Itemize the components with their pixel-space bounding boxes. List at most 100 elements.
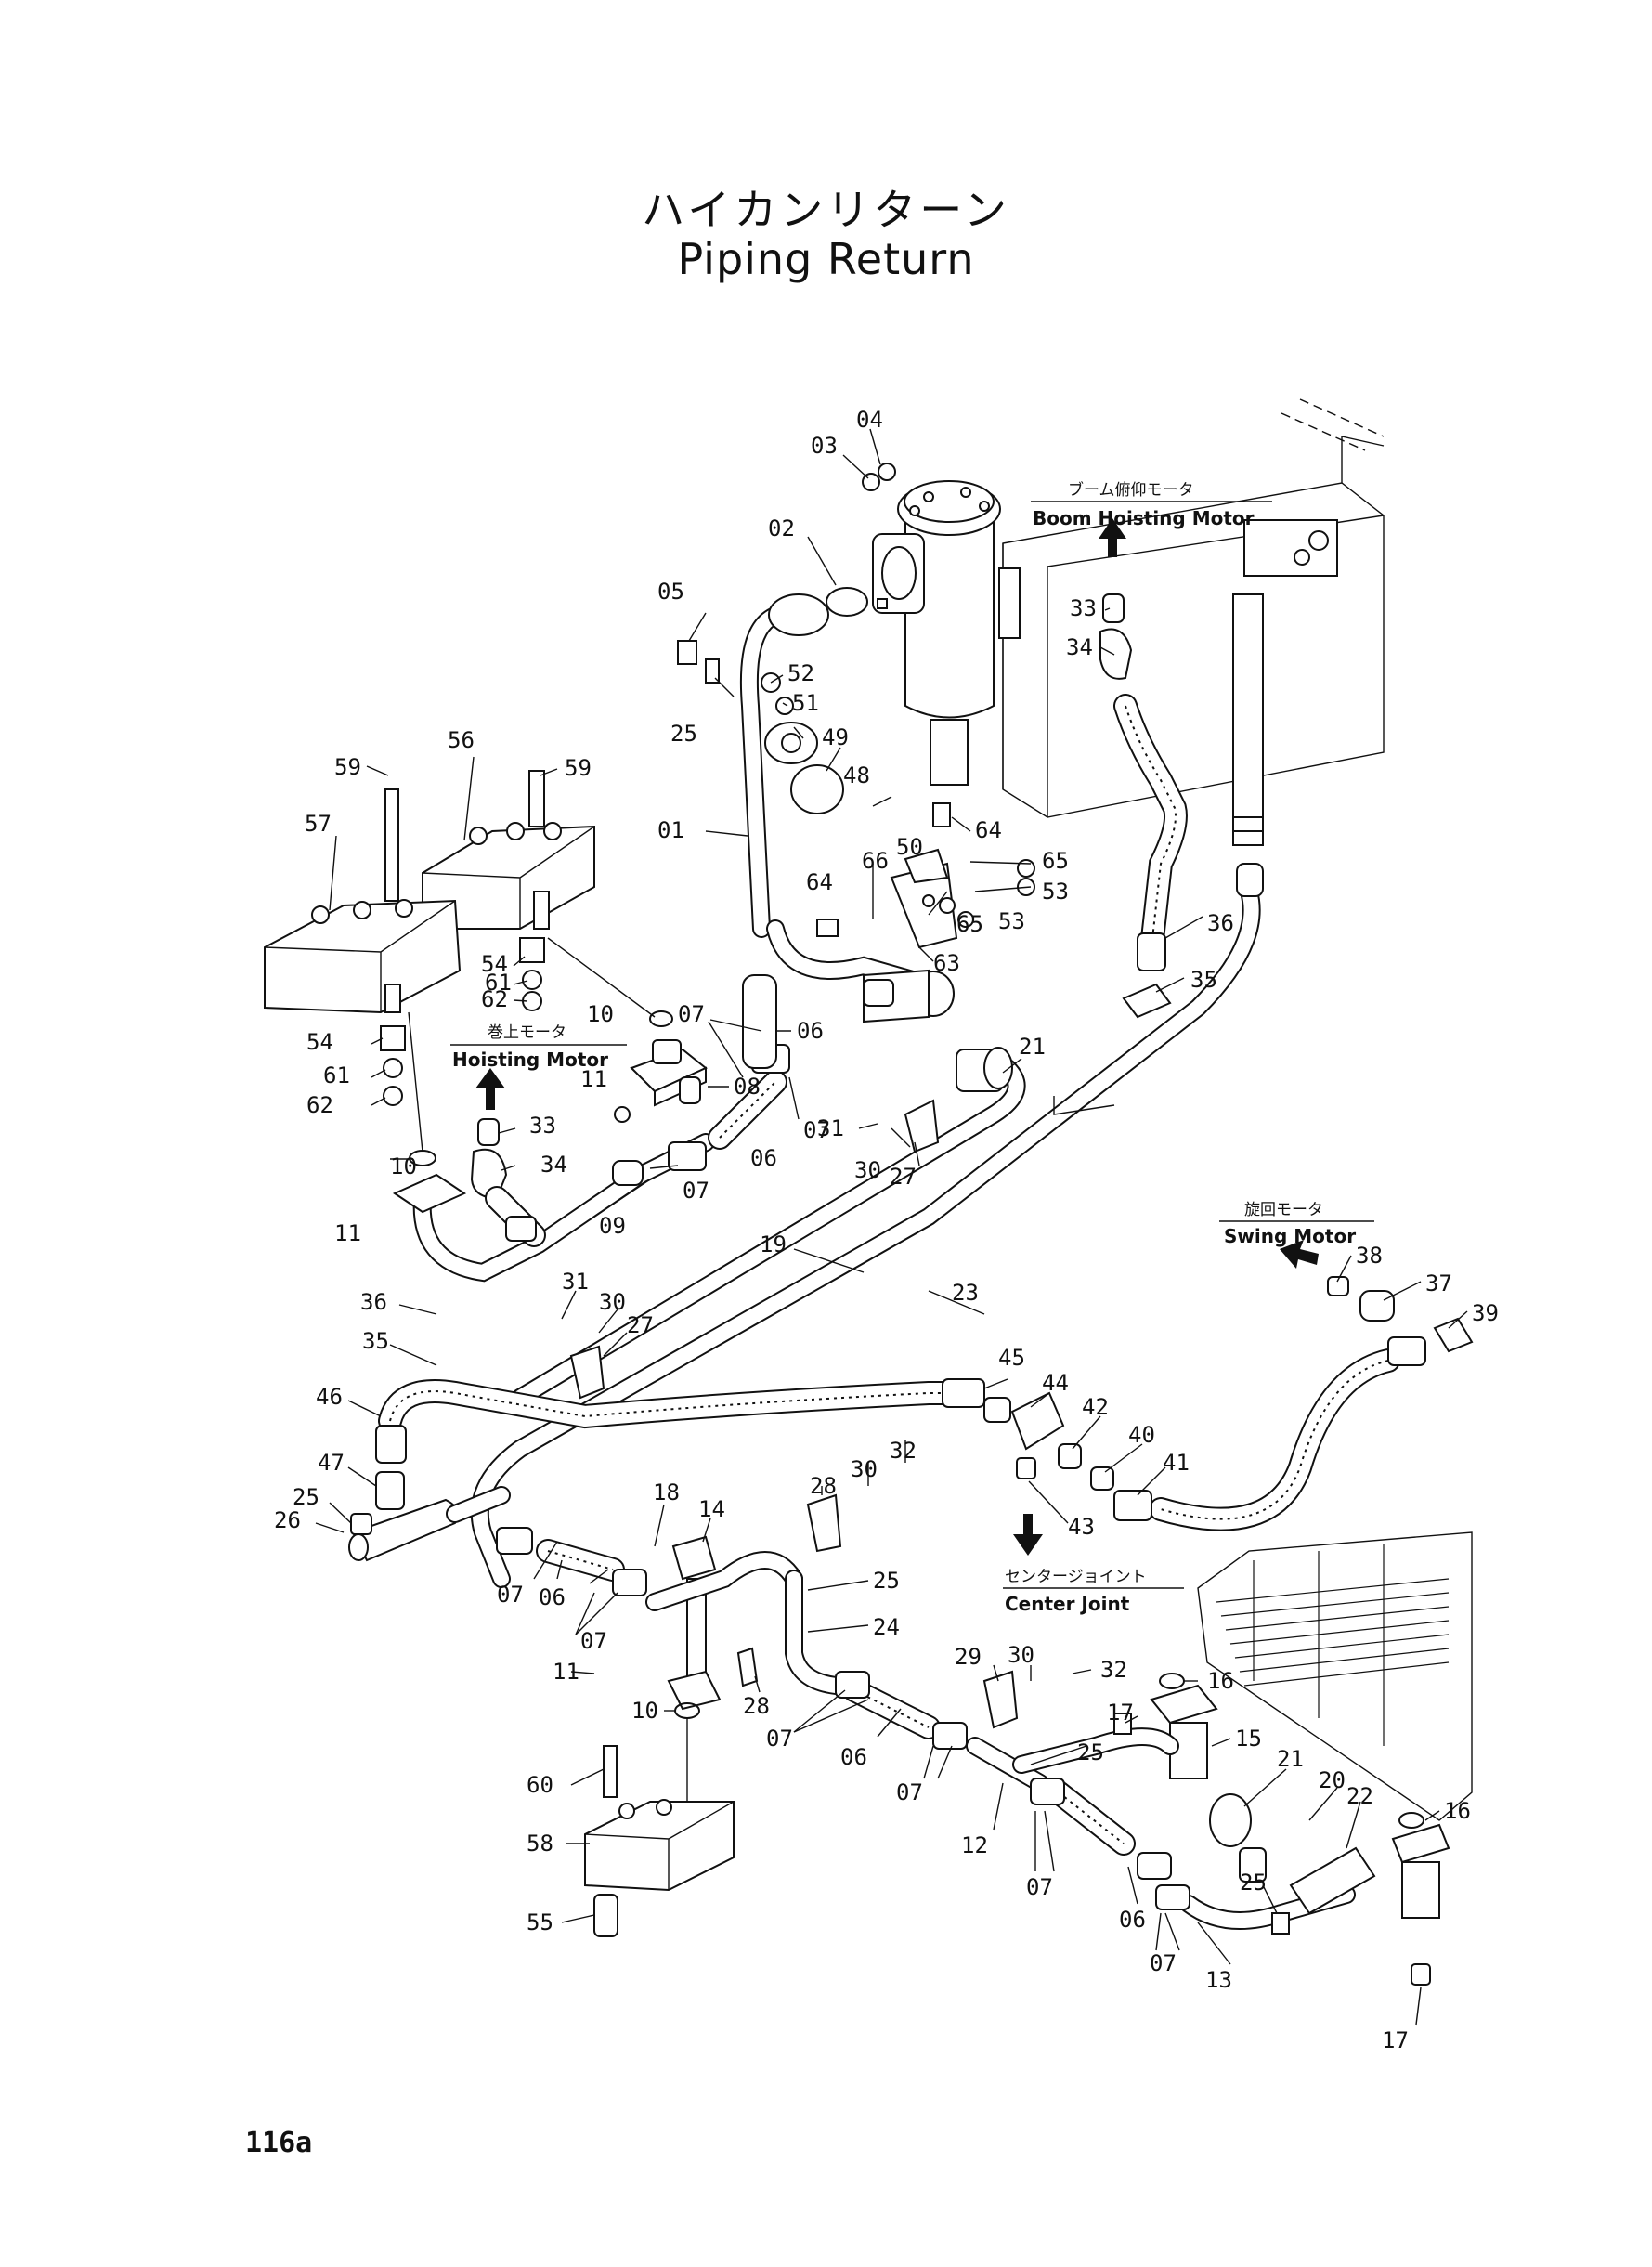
part-number: 07 xyxy=(1150,1950,1177,1976)
part-number: 55 xyxy=(527,1909,553,1935)
part-number: 33 xyxy=(529,1113,556,1139)
part-number: 62 xyxy=(481,986,508,1012)
part-number: 25 xyxy=(873,1568,900,1594)
part-number: 48 xyxy=(843,762,870,788)
part-number: 25 xyxy=(670,721,697,747)
part-number: 15 xyxy=(1235,1726,1262,1752)
part-number: 45 xyxy=(998,1345,1025,1371)
part-number: 10 xyxy=(631,1698,658,1724)
part-number: 25 xyxy=(1240,1870,1267,1896)
part-number: 21 xyxy=(1019,1034,1046,1060)
part-number: 07 xyxy=(497,1582,524,1608)
hoisting-motor-fittings xyxy=(470,1118,546,1247)
part-number: 30 xyxy=(851,1456,878,1482)
part-number: 04 xyxy=(856,407,883,433)
part-number: 07 xyxy=(896,1779,923,1805)
page-title-english: Piping Return xyxy=(677,234,975,284)
part-number: 41 xyxy=(1163,1450,1190,1476)
manifold-15 xyxy=(1012,1673,1218,1779)
part-number: 28 xyxy=(743,1693,770,1719)
swing-motor-line xyxy=(983,1276,1474,1531)
part-number: 34 xyxy=(540,1152,567,1178)
center-joint-label-ja: センタージョイント xyxy=(1005,1568,1147,1586)
part-number: 03 xyxy=(811,433,838,459)
part-number: 61 xyxy=(323,1062,350,1088)
part-number: 31 xyxy=(562,1269,589,1295)
part-number: 11 xyxy=(553,1659,579,1685)
hose-46 xyxy=(375,1378,985,1464)
part-number: 53 xyxy=(1042,879,1069,905)
part-number: 35 xyxy=(362,1328,389,1354)
part-number: 62 xyxy=(306,1092,333,1118)
part-number: 36 xyxy=(1207,910,1234,936)
part-number: 44 xyxy=(1042,1370,1069,1396)
part-number: 54 xyxy=(481,951,508,977)
part-number: 59 xyxy=(334,754,361,780)
part-number: 25 xyxy=(293,1484,319,1510)
part-number: 07 xyxy=(1026,1874,1053,1900)
page-number: 116a xyxy=(245,2127,313,2159)
clamps xyxy=(569,1099,1019,1729)
part-number: 10 xyxy=(390,1153,417,1179)
manifold-14 xyxy=(645,1535,845,1711)
line-filter-22 xyxy=(1209,1793,1450,1986)
leader-lines xyxy=(315,428,1468,2026)
part-number: 40 xyxy=(1128,1422,1155,1448)
return-filter xyxy=(872,480,1021,786)
part-number: 50 xyxy=(896,834,923,860)
boom-hoisting-label-en: Boom Hoisting Motor xyxy=(1033,507,1255,529)
part-number: 06 xyxy=(840,1744,867,1770)
manifold-47 xyxy=(348,1471,511,1562)
part-number: 01 xyxy=(657,817,684,843)
part-number: 49 xyxy=(822,724,849,750)
part-number: 31 xyxy=(817,1115,844,1141)
boom-hoisting-label-ja: ブーム俯仰モータ xyxy=(1068,480,1194,500)
part-number: 07 xyxy=(580,1628,607,1654)
part-number: 08 xyxy=(734,1074,761,1100)
part-number: 37 xyxy=(1425,1270,1452,1296)
cooler-grill xyxy=(1197,1531,1473,1821)
part-number: 56 xyxy=(448,727,475,753)
part-number: 30 xyxy=(854,1157,881,1183)
hoisting-label-ja: 巻上モータ xyxy=(488,1023,566,1042)
part-number: 07 xyxy=(766,1726,793,1752)
part-number: 43 xyxy=(1068,1514,1095,1540)
part-number: 18 xyxy=(653,1479,680,1505)
part-number: 51 xyxy=(792,690,819,716)
destination-underlines xyxy=(450,501,1374,1589)
part-number: 60 xyxy=(527,1772,553,1798)
part-number: 53 xyxy=(998,908,1025,934)
part-number: 11 xyxy=(580,1066,607,1092)
part-number: 16 xyxy=(1207,1668,1234,1694)
swing-label-ja: 旋回モータ xyxy=(1244,1201,1323,1219)
part-number-callouts: 04 03 02 05 25 52 51 49 48 50 01 64 64 6… xyxy=(274,407,1499,2053)
part-number: 39 xyxy=(1472,1300,1499,1326)
part-number: 33 xyxy=(1070,595,1097,621)
part-number: 66 xyxy=(862,848,889,874)
pipe-09 xyxy=(392,1133,715,1283)
lower-hoses-06 xyxy=(496,1527,1356,1930)
part-number: 14 xyxy=(698,1496,725,1522)
valve-stack-fittings xyxy=(380,937,673,1166)
part-number: 13 xyxy=(1205,1967,1232,1993)
flange-08 xyxy=(614,1039,708,1123)
part-number: 32 xyxy=(890,1438,917,1464)
part-number: 63 xyxy=(933,950,960,976)
part-number: 38 xyxy=(1356,1243,1383,1269)
control-valve-58 xyxy=(584,1702,735,1937)
part-number: 58 xyxy=(527,1831,553,1857)
part-number: 06 xyxy=(1119,1907,1146,1933)
part-number: 05 xyxy=(657,579,684,605)
part-number: 64 xyxy=(975,817,1002,843)
part-number: 17 xyxy=(1382,2027,1409,2053)
part-number: 64 xyxy=(806,869,833,895)
part-number: 02 xyxy=(768,515,795,541)
boom-hoisting-hose xyxy=(1099,593,1264,1019)
part-number: 25 xyxy=(1077,1739,1104,1765)
part-number: 12 xyxy=(961,1832,988,1858)
hydraulic-tank xyxy=(1002,398,1385,818)
part-number: 34 xyxy=(1066,634,1093,660)
part-number: 61 xyxy=(485,970,512,996)
